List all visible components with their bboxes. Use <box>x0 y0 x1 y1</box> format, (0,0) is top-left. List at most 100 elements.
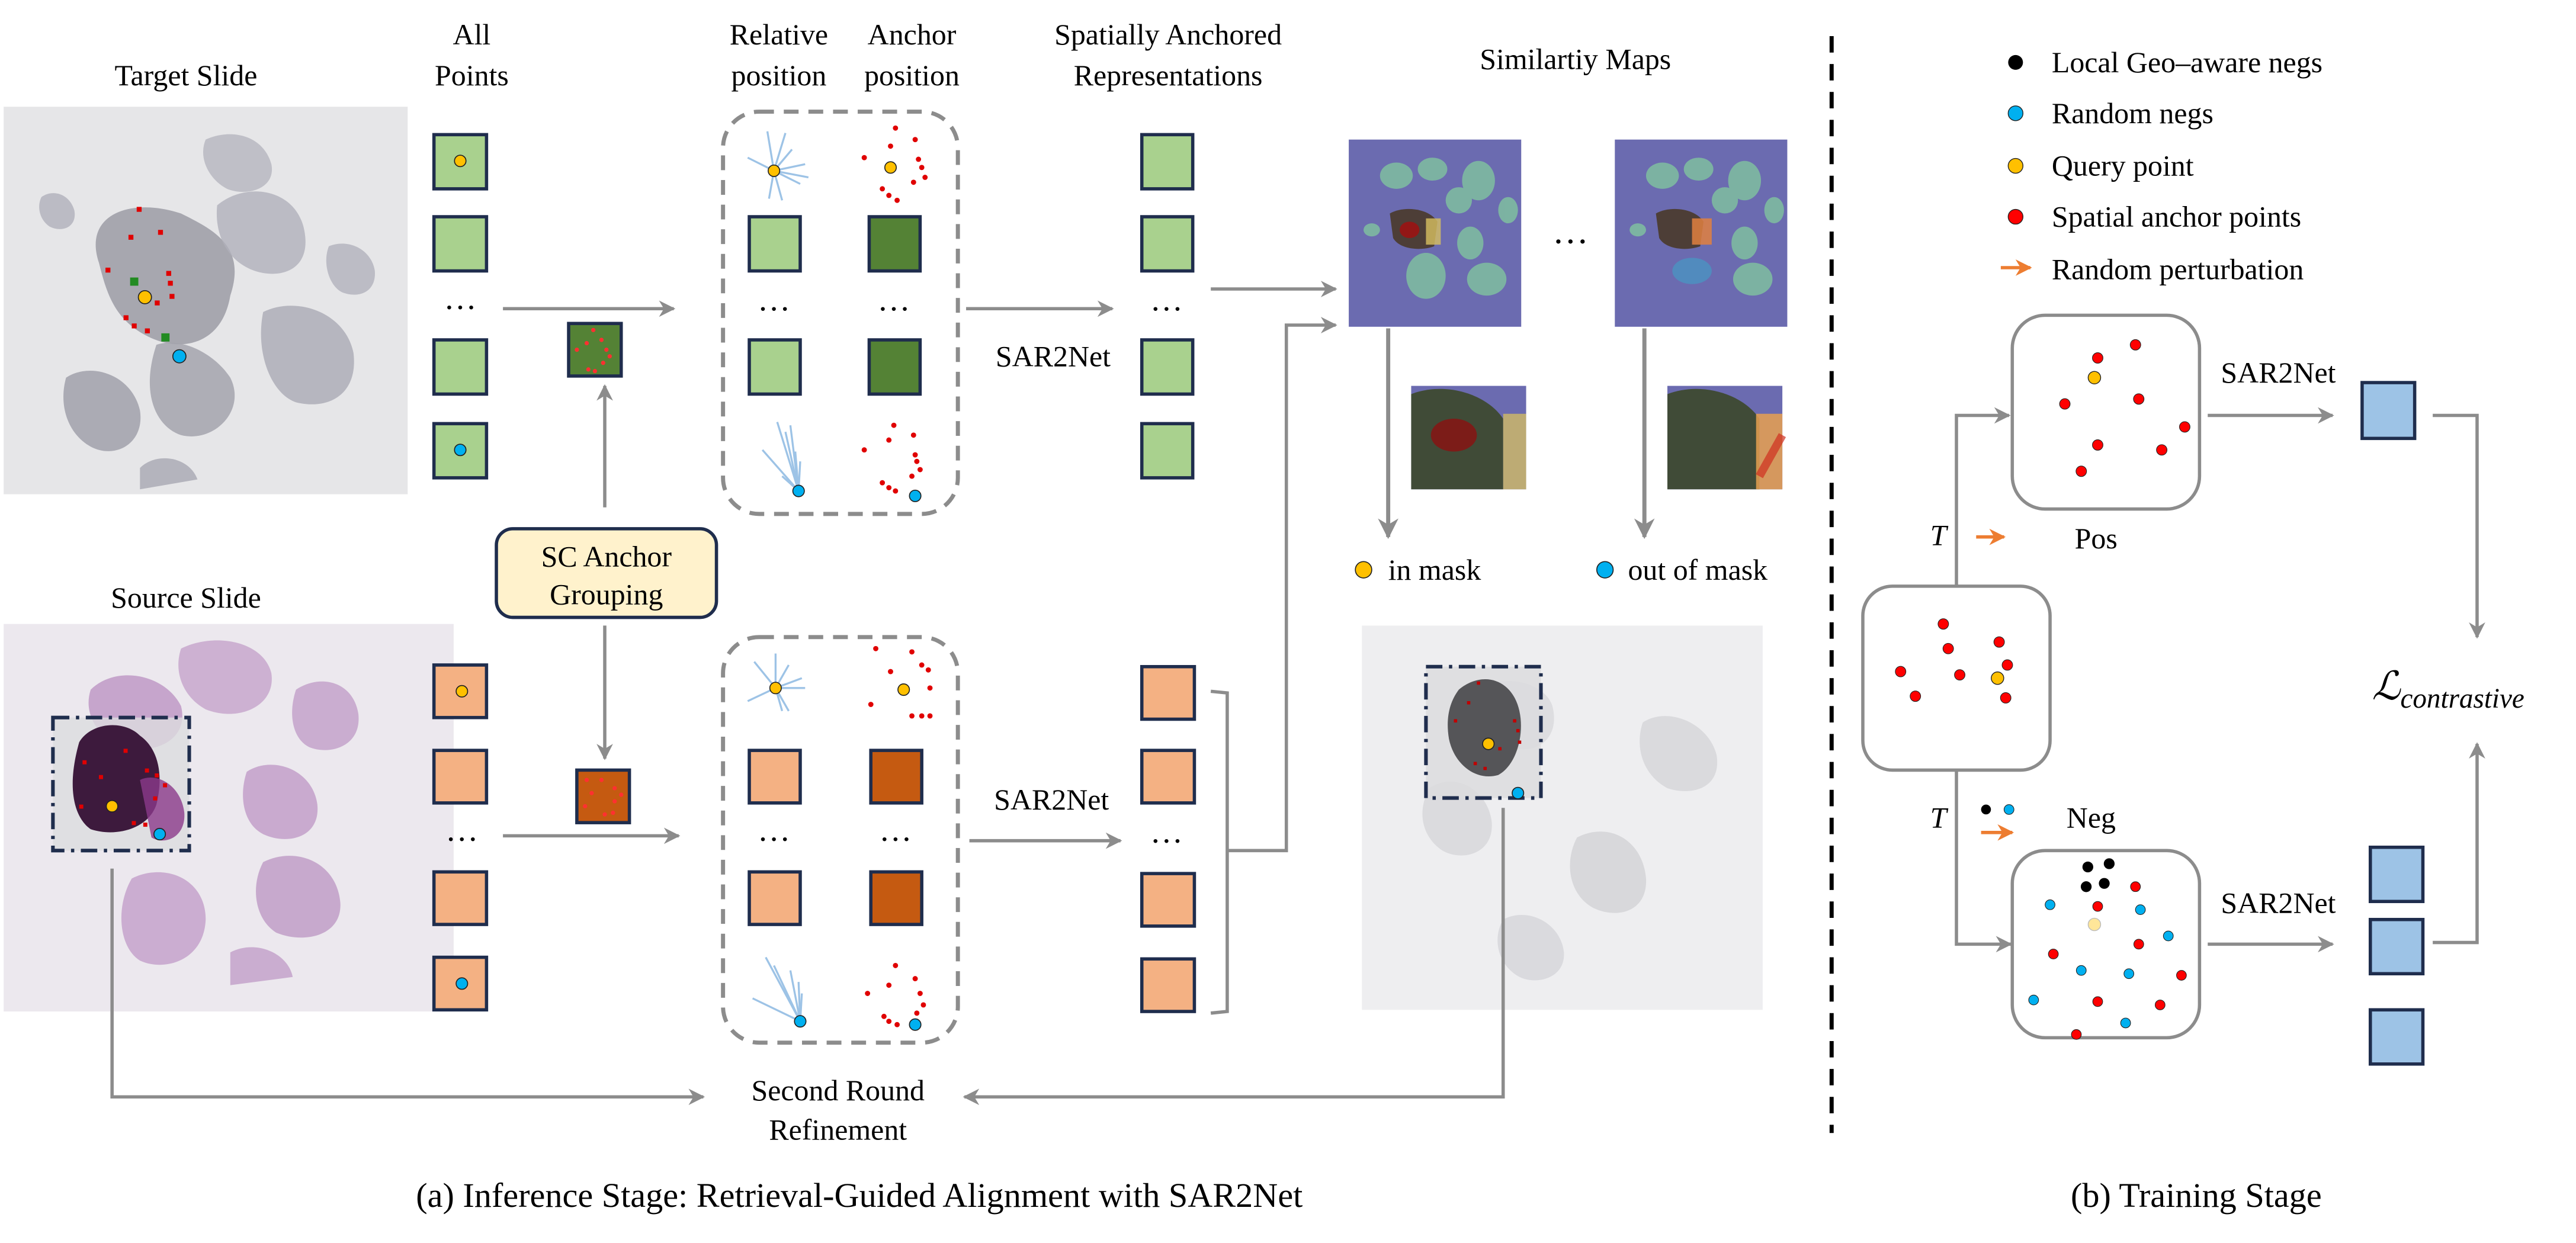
anchor-position-dots <box>861 125 928 203</box>
sar2net-label-bottom: SAR2Net <box>994 783 1109 816</box>
sc-anchor-grouping-line2: Grouping <box>550 578 663 611</box>
target-representation-box <box>1140 338 1195 396</box>
in-mask-label: in mask <box>1388 554 1481 586</box>
anchor-position-box <box>867 215 922 273</box>
sar-title-line2: Representations <box>1074 59 1263 92</box>
source-anchor-points <box>79 749 168 827</box>
relative-position-box <box>748 749 802 805</box>
target-point-box <box>432 338 489 396</box>
legend-label: Local Geo–aware negs <box>2052 46 2322 79</box>
anchor-position-box <box>869 749 923 805</box>
yellow-dot-icon <box>2007 158 2024 174</box>
relative-position-box <box>748 338 802 396</box>
target-anchor-points <box>105 207 175 333</box>
arrow-to-pos-set <box>1955 407 2011 586</box>
loss-subscript: contrastive <box>2400 683 2524 714</box>
second-round-line1: Second Round <box>752 1074 925 1107</box>
sc-anchor-grouping-box: SC Anchor Grouping <box>495 527 718 619</box>
anchor-position-dots <box>861 422 923 494</box>
relative-position-rays <box>761 422 801 492</box>
target-slide-image <box>4 107 408 494</box>
bracket-source-to-similarity <box>1210 325 1336 1015</box>
refined-roi-box <box>1424 664 1543 800</box>
arrow-pos-to-loss <box>2433 413 2485 639</box>
source-slide-title: Source Slide <box>111 582 261 614</box>
faded-query-point-icon <box>2087 917 2102 932</box>
blue-dot-icon <box>2003 804 2014 815</box>
random-point-icon <box>794 1015 807 1028</box>
anchor-position-dots <box>868 645 933 719</box>
legend-label: Random perturbation <box>2052 253 2304 285</box>
random-point-icon <box>792 484 805 497</box>
ellipsis: … <box>445 812 478 848</box>
anchor-position-dots <box>865 962 926 1027</box>
ellipsis: … <box>1150 813 1183 849</box>
anchor-position-box <box>867 338 922 396</box>
source-points-column <box>432 663 489 1012</box>
loss-symbol: ℒ <box>2372 665 2402 708</box>
anchor-set-box <box>1861 584 2052 772</box>
relative-position-box <box>748 870 802 926</box>
anchor-position-title-line1: Anchor <box>868 18 957 51</box>
source-representation-box <box>1140 957 1196 1013</box>
arrow-neg-to-loss <box>2433 742 2485 945</box>
panel-a-inference: Target Slide All Points Relative positio… <box>4 18 1788 1215</box>
target-green-marker <box>130 277 139 286</box>
sar2net-label-top: SAR2Net <box>996 340 1111 372</box>
ellipsis: … <box>1150 281 1183 317</box>
target-representation-box <box>1140 422 1195 480</box>
arrow-to-neg-set <box>1955 770 2013 953</box>
target-random-point <box>172 349 187 364</box>
positive-set-box <box>2010 313 2202 511</box>
target-representations <box>1140 133 1195 480</box>
similarity-map-last <box>1615 139 1788 327</box>
query-point-icon <box>455 685 469 698</box>
query-point-icon <box>768 164 781 177</box>
out-of-mask-marker-icon <box>1596 561 1614 579</box>
source-representation-box <box>1140 749 1196 805</box>
pos-label: Pos <box>2075 522 2118 555</box>
target-representation-box <box>1140 215 1195 273</box>
sar2net-label-neg: SAR2Net <box>2221 887 2336 920</box>
query-point-icon <box>769 682 782 695</box>
relative-position-box <box>748 215 802 273</box>
loss-label: ℒcontrastive <box>2372 665 2524 714</box>
blue-dot-icon <box>2007 105 2024 121</box>
source-encoding-box: … … <box>721 635 960 1045</box>
target-points-column <box>432 133 489 480</box>
sc-anchor-grouping-line1: SC Anchor <box>541 541 672 573</box>
negative-embedding-box <box>2368 917 2425 976</box>
refined-target-slide <box>1362 625 1763 1010</box>
source-random-point <box>153 828 166 841</box>
legend-label: Spatial anchor points <box>2052 201 2301 233</box>
negative-embedding-box <box>2368 1008 2425 1066</box>
target-anchor-group-dots <box>575 327 612 374</box>
query-point-icon <box>884 161 897 174</box>
anchor-position-title-line2: position <box>864 59 960 92</box>
ellipsis: … <box>1552 211 1589 251</box>
target-query-point <box>137 290 152 304</box>
ellipsis: … <box>877 281 910 317</box>
relative-position-title-line2: position <box>732 59 827 92</box>
transform-label-pos: T <box>1930 519 1949 552</box>
negative-embedding-box <box>2368 845 2425 904</box>
refined-random-point <box>1512 786 1525 799</box>
arrow-source-to-refinement <box>110 868 705 1106</box>
panel-b-training: Local Geo–aware negs Random negs Query p… <box>1861 46 2524 1215</box>
all-points-title-line1: All <box>453 18 491 51</box>
source-point-box <box>432 749 489 805</box>
in-mask-marker-icon <box>1355 561 1372 579</box>
query-point-icon <box>454 155 467 168</box>
target-encoding-box: … … <box>721 110 960 516</box>
query-point-icon <box>2087 371 2102 384</box>
second-round-line2: Refinement <box>769 1113 907 1146</box>
relative-position-rays <box>752 956 803 1023</box>
source-representation-box <box>1140 664 1196 721</box>
relative-position-title-line1: Relative <box>730 18 828 51</box>
query-point-icon <box>897 683 910 696</box>
out-of-mask-label: out of mask <box>1628 554 1767 586</box>
source-query-point <box>105 799 118 812</box>
legend-label: Random negs <box>2052 97 2214 130</box>
target-point-box <box>432 422 489 480</box>
